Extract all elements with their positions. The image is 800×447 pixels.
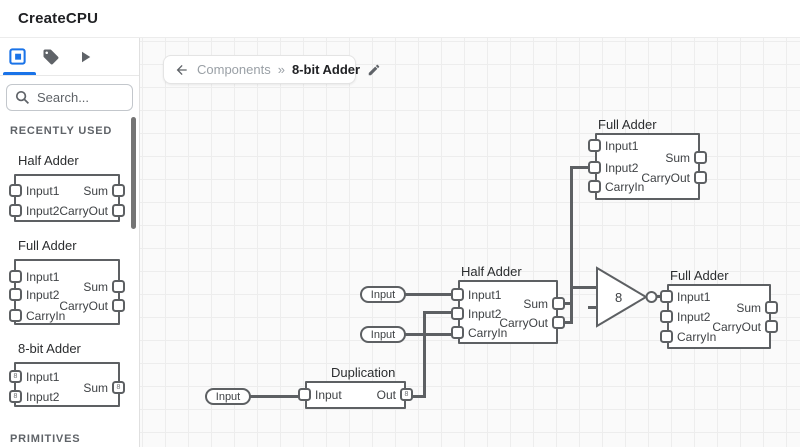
port[interactable]: 8 [112,381,125,394]
input-node[interactable]: Input [360,286,406,303]
port[interactable] [588,161,601,174]
section-recently-used: RECENTLY USED [10,125,113,137]
wire[interactable] [411,395,426,398]
port[interactable] [765,320,778,333]
wire[interactable] [404,333,453,336]
port[interactable] [694,171,707,184]
component-full-adder-right[interactable]: Full Adder Input1 Input2 CarryIn Sum Car… [660,268,778,349]
breadcrumb: Components » 8-bit Adder [163,55,380,84]
gate-bus-label: 8 [615,290,622,305]
component-label: Half Adder [461,264,522,279]
wire[interactable] [423,311,426,398]
port[interactable] [588,180,601,193]
tab-simulate[interactable] [68,38,102,76]
library-item-half-adder[interactable]: Half Adder Input1 Input2 Sum CarryOut [9,153,125,222]
library-item-label: Full Adder [18,238,77,253]
port[interactable] [660,310,673,323]
input-node[interactable]: Input [360,326,406,343]
port[interactable] [588,139,601,152]
wire[interactable] [570,166,595,169]
component-label: Full Adder [670,268,729,283]
input-node[interactable]: Input [205,388,251,405]
search-placeholder: Search... [37,90,90,105]
breadcrumb-current: 8-bit Adder [291,62,361,77]
wire-stub[interactable] [588,306,598,309]
back-arrow-icon [176,64,187,75]
pencil-icon [368,64,380,75]
wire[interactable] [423,311,453,314]
page-title: CreateCPU [18,10,99,27]
port[interactable] [451,307,464,320]
port[interactable]: 8 [400,388,413,401]
port[interactable] [694,151,707,164]
sidebar: Search... RECENTLY USED Half Adder Input… [0,38,140,447]
components-icon [8,48,26,65]
wire[interactable] [563,302,573,305]
port[interactable] [9,270,22,283]
not-gate[interactable]: 8 [595,266,660,330]
wire[interactable] [404,293,453,296]
active-tab-indicator [3,72,36,75]
port[interactable] [112,184,125,197]
component-half-adder[interactable]: Half Adder Input1 Input2 CarryIn Sum Car… [451,264,565,344]
component-full-adder-top[interactable]: Full Adder Input1 Input2 CarryIn Sum Car… [588,117,707,200]
port[interactable] [765,301,778,314]
library-item-label: Half Adder [18,153,79,168]
wire[interactable] [570,286,598,289]
port[interactable] [298,388,311,401]
sidebar-scrollbar[interactable] [131,117,136,229]
back-button[interactable] [174,62,190,78]
search-icon [15,90,30,105]
app-header: CreateCPU [0,0,800,38]
breadcrumb-components-link[interactable]: Components [197,62,271,77]
port[interactable] [552,316,565,329]
port[interactable] [112,299,125,312]
port[interactable] [9,204,22,217]
play-icon [82,51,91,62]
port[interactable] [9,184,22,197]
port[interactable] [112,204,125,217]
library-item-full-adder[interactable]: Full Adder Input1 Input2 CarryIn Sum Car… [9,238,125,325]
search-input[interactable]: Search... [6,84,133,111]
tab-components[interactable] [0,38,34,76]
library-item-label: 8-bit Adder [18,341,81,356]
wire[interactable] [570,166,573,324]
breadcrumb-separator: » [277,62,285,77]
circuit-canvas[interactable]: Components » 8-bit Adder [140,38,800,447]
port[interactable] [112,280,125,293]
port[interactable]: 8 [9,370,22,383]
port[interactable] [451,326,464,339]
port[interactable] [9,309,22,322]
wire[interactable] [249,395,300,398]
port[interactable] [552,297,565,310]
port[interactable] [660,330,673,343]
section-primitives: PRIMITIVES [10,433,81,445]
edit-name-button[interactable] [367,63,381,77]
sidebar-tabs [0,38,139,76]
component-label: Duplication [331,365,396,380]
port[interactable] [9,288,22,301]
component-library: RECENTLY USED Half Adder Input1 Input2 S… [0,125,139,445]
tab-tags[interactable] [34,38,68,76]
port[interactable] [660,290,673,303]
wire[interactable] [563,321,573,324]
tag-icon [43,49,59,64]
port[interactable]: 8 [9,390,22,403]
port[interactable] [451,288,464,301]
component-label: Full Adder [598,117,657,132]
